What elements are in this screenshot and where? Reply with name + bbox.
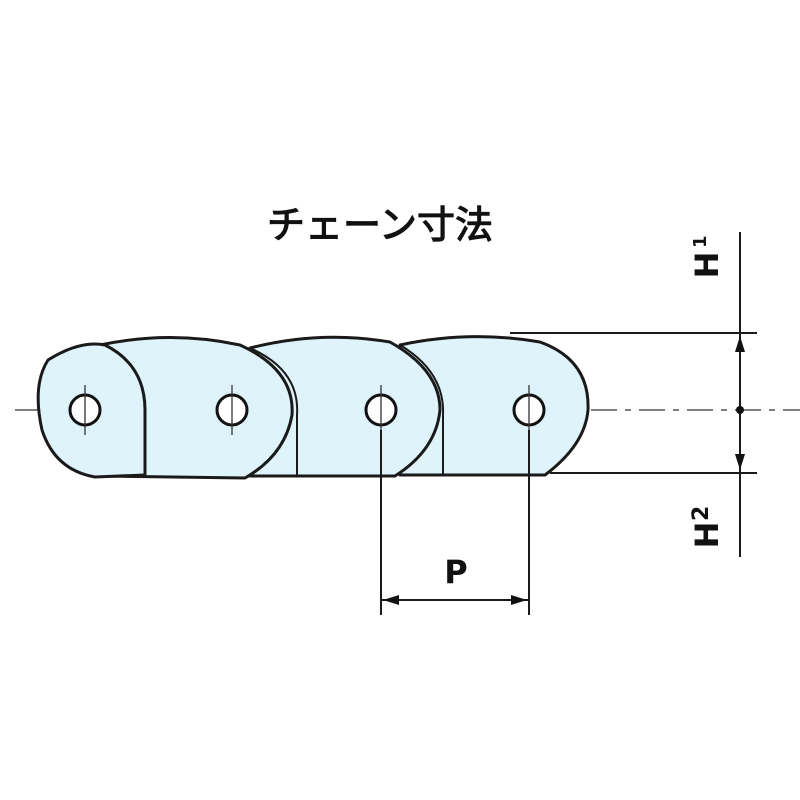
pin-hole	[215, 385, 249, 435]
diagram-title: チェーン寸法	[267, 203, 493, 247]
arrow-left-icon	[383, 595, 399, 605]
chain-plate-4	[398, 335, 590, 477]
svg-text:1: 1	[690, 235, 711, 248]
plate-edge	[399, 344, 445, 476]
svg-text:2: 2	[689, 506, 714, 521]
svg-text:H: H	[688, 252, 726, 279]
center-point	[736, 406, 744, 414]
arrow-up-icon	[735, 336, 745, 352]
svg-text:H: H	[688, 522, 726, 549]
pitch-label: P	[444, 553, 467, 591]
chain-plate-2	[98, 336, 294, 480]
arrow-down-icon	[735, 454, 745, 470]
plate-edge	[249, 347, 299, 476]
h2-label: H 2	[688, 506, 726, 549]
pin-hole	[68, 385, 102, 435]
arrow-right-icon	[511, 595, 527, 605]
pin-hole	[512, 385, 546, 435]
pin-hole	[364, 385, 398, 435]
h1-label: H 1	[688, 235, 726, 278]
